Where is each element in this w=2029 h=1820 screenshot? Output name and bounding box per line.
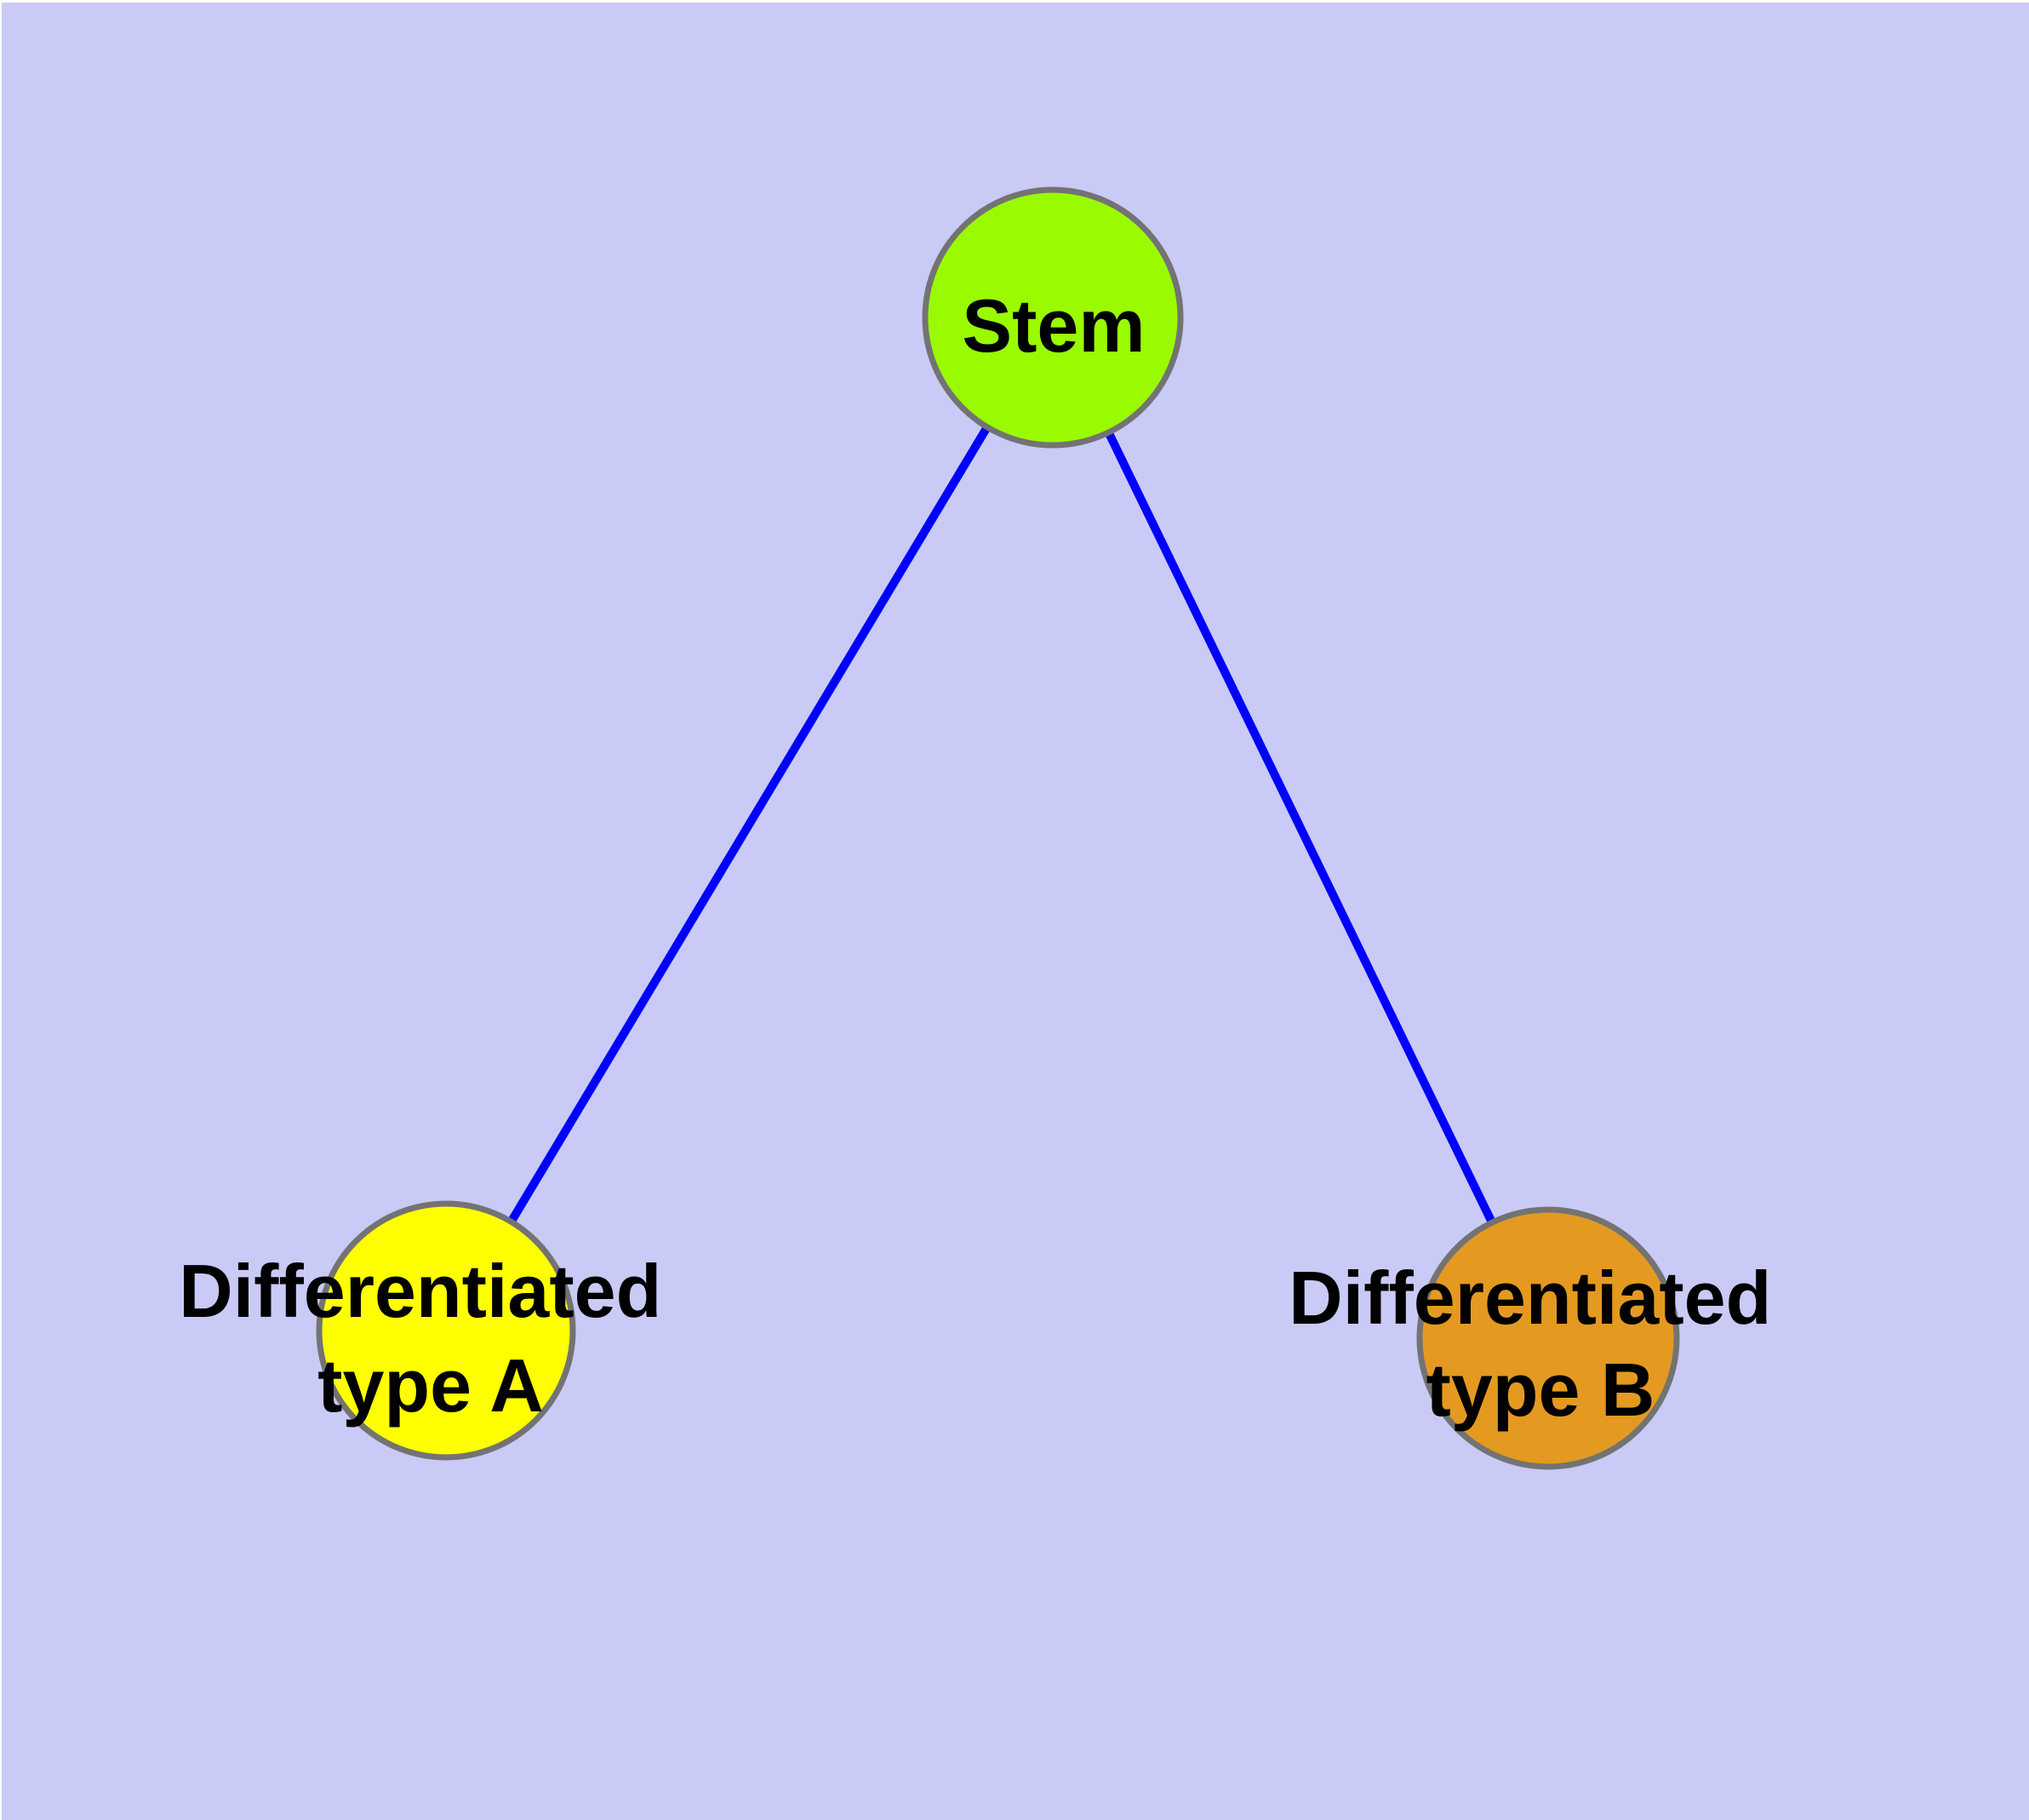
type-b-label-line-1: Differentiated [1289,1256,1771,1340]
stem-node [922,186,1184,449]
type-b-label-line-2: type B [1426,1348,1655,1432]
type-b-node-label: Differentiated type B [1289,1256,1792,1432]
edge-stem-to-type-b [1049,315,1552,1341]
type-a-label-line-2: type A [317,1343,544,1428]
stem-node-label: Stem [962,283,1145,368]
edge-stem-to-type-a [442,315,1057,1333]
type-b-node [1416,1206,1680,1470]
type-a-node [316,1200,576,1461]
type-a-node-label: Differentiated type A [179,1249,683,1428]
type-a-label-line-1: Differentiated [179,1249,661,1333]
